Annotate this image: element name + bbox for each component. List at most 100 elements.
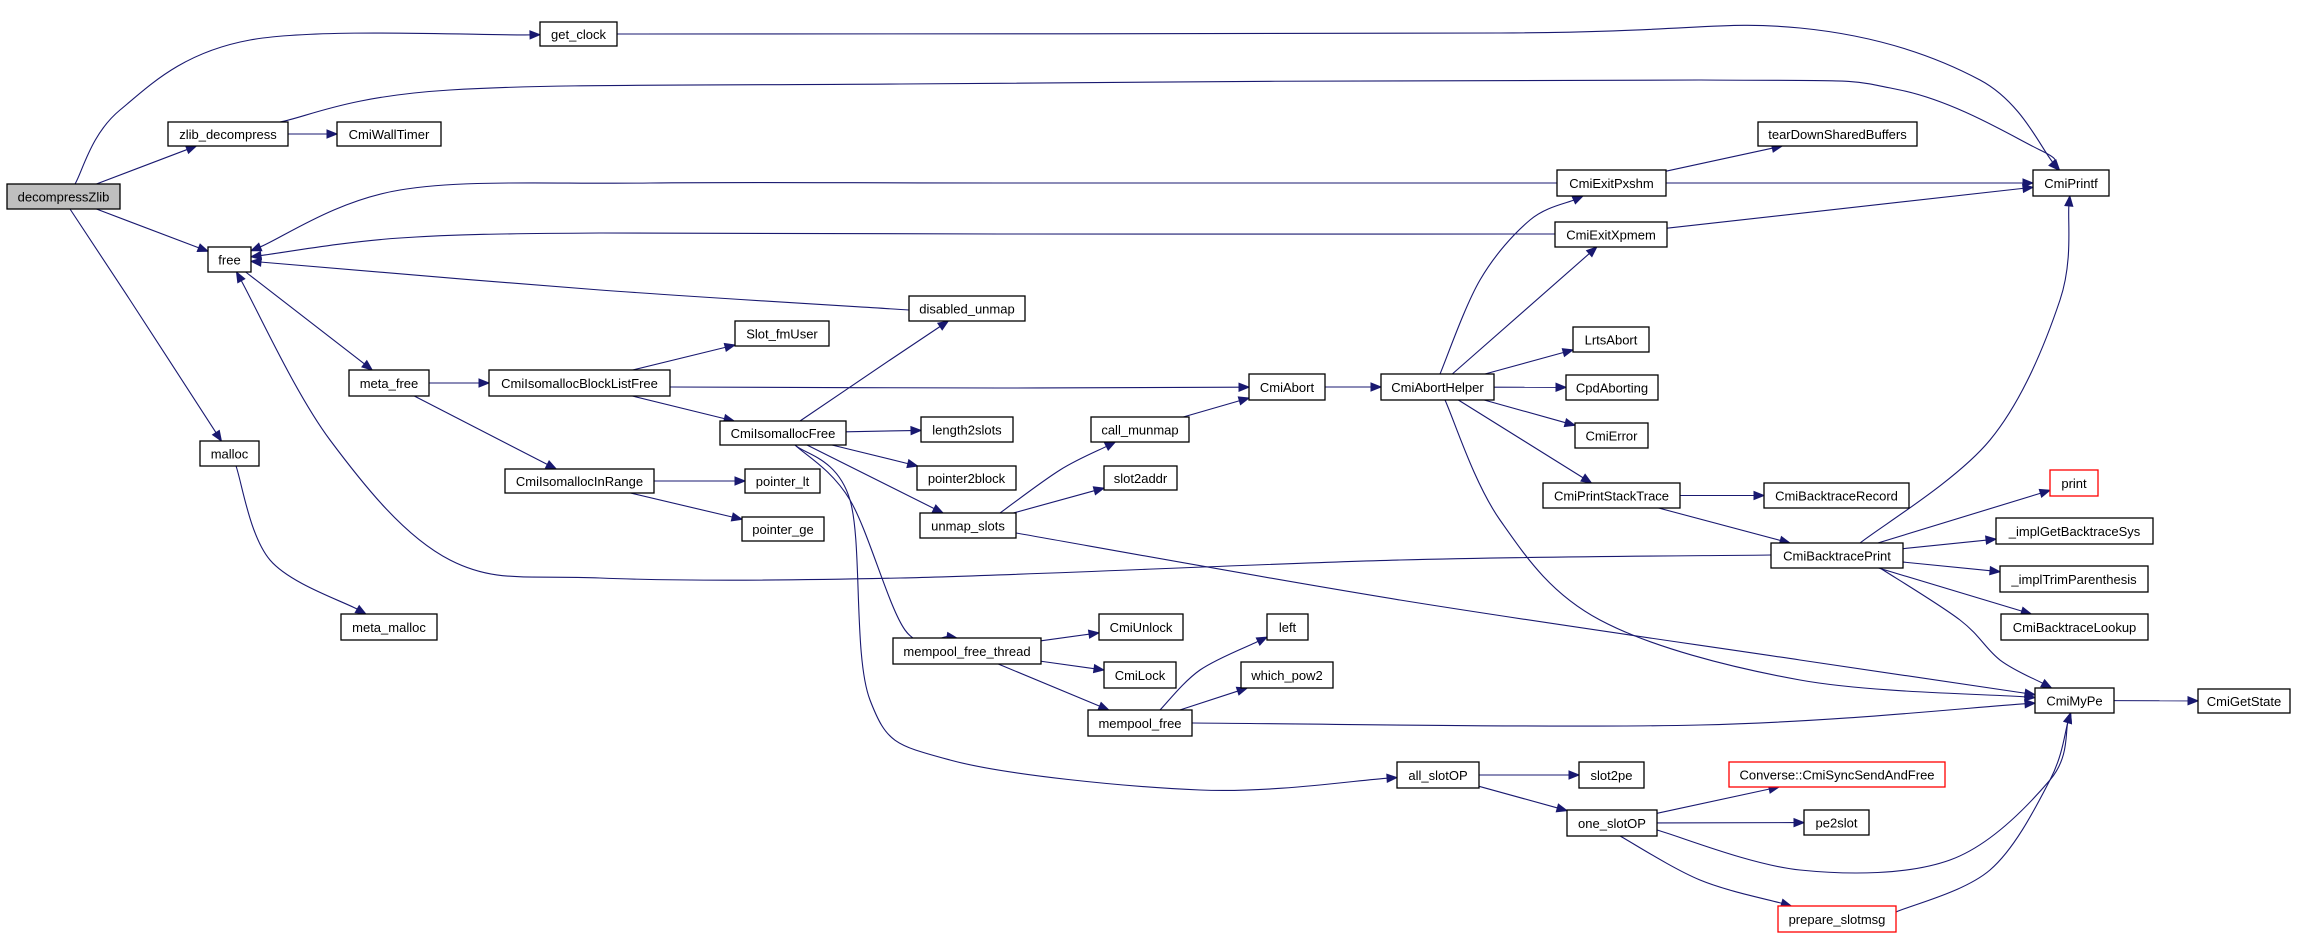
node-box[interactable] [6, 183, 121, 210]
node-box[interactable] [1396, 761, 1480, 789]
node-CmiMyPe[interactable]: CmiMyPe [2034, 687, 2115, 714]
node-CmiBacktraceRecord[interactable]: CmiBacktraceRecord [1763, 482, 1910, 509]
node-pe2slot[interactable]: pe2slot [1803, 809, 1870, 836]
node-box[interactable] [2032, 169, 2110, 197]
node-tearDownSharedBuffers[interactable]: tearDownSharedBuffers [1757, 121, 1918, 147]
node-box[interactable] [892, 637, 1042, 665]
node-CmiExitPxshm[interactable]: CmiExitPxshm [1556, 169, 1667, 197]
node-box[interactable] [1103, 465, 1178, 491]
node-pointer_ge[interactable]: pointer_ge [741, 516, 825, 542]
node-box[interactable] [2049, 469, 2099, 497]
node-box[interactable] [1248, 373, 1326, 401]
node-box[interactable] [1554, 221, 1668, 248]
node-mempool_free[interactable]: mempool_free [1087, 709, 1193, 737]
node-box[interactable] [1757, 121, 1918, 147]
node-box[interactable] [1763, 482, 1910, 509]
node-print[interactable]: print [2049, 469, 2099, 497]
node-box[interactable] [1803, 809, 1870, 836]
node-CmiExitXpmem[interactable]: CmiExitXpmem [1554, 221, 1668, 248]
node-all_slotOP[interactable]: all_slotOP [1396, 761, 1480, 789]
node-meta_free[interactable]: meta_free [348, 369, 430, 397]
node-_implGetBacktraceSys[interactable]: _implGetBacktraceSys [1995, 517, 2154, 545]
node-unmap_slots[interactable]: unmap_slots [919, 512, 1017, 539]
node-left[interactable]: left [1266, 613, 1309, 641]
node-box[interactable] [1777, 905, 1897, 933]
node-box[interactable] [488, 369, 671, 397]
node-box[interactable] [1572, 326, 1650, 353]
node-meta_malloc[interactable]: meta_malloc [340, 613, 438, 641]
node-CmiBacktracePrint[interactable]: CmiBacktracePrint [1770, 542, 1904, 569]
node-box[interactable] [2197, 688, 2291, 714]
node-box[interactable] [199, 440, 260, 467]
node-CmiError[interactable]: CmiError [1574, 422, 1649, 449]
node-box[interactable] [1566, 809, 1658, 837]
node-box[interactable] [2000, 613, 2149, 641]
node-decompressZlib[interactable]: decompressZlib [6, 183, 121, 210]
node-box[interactable] [504, 468, 655, 494]
node-box[interactable] [539, 21, 618, 47]
node-box[interactable] [919, 512, 1017, 539]
node-box[interactable] [2034, 687, 2115, 714]
node-box[interactable] [1103, 661, 1177, 689]
node-length2slots[interactable]: length2slots [920, 416, 1014, 443]
node-box[interactable] [908, 295, 1026, 322]
node-box[interactable] [340, 613, 438, 641]
node-box[interactable] [336, 121, 442, 147]
node-Slot_fmUser[interactable]: Slot_fmUser [734, 320, 830, 347]
node-box[interactable] [1087, 709, 1193, 737]
node-slot2addr[interactable]: slot2addr [1103, 465, 1178, 491]
node-CmiBacktraceLookup[interactable]: CmiBacktraceLookup [2000, 613, 2149, 641]
node-box[interactable] [920, 416, 1014, 443]
node-CmiPrintf[interactable]: CmiPrintf [2032, 169, 2110, 197]
node-free[interactable]: free [207, 246, 252, 273]
node-box[interactable] [734, 320, 830, 347]
node-CmiIsomallocFree[interactable]: CmiIsomallocFree [719, 420, 847, 446]
node-box[interactable] [916, 465, 1017, 491]
node-mempool_free_thread[interactable]: mempool_free_thread [892, 637, 1042, 665]
node-box[interactable] [1770, 542, 1904, 569]
node-box[interactable] [744, 468, 821, 494]
node-CmiAbort[interactable]: CmiAbort [1248, 373, 1326, 401]
node-box[interactable] [1556, 169, 1667, 197]
node-CmiIsomallocBlockListFree[interactable]: CmiIsomallocBlockListFree [488, 369, 671, 397]
node-pointer2block[interactable]: pointer2block [916, 465, 1017, 491]
node-CmiWallTimer[interactable]: CmiWallTimer [336, 121, 442, 147]
node-box[interactable] [1240, 661, 1334, 689]
node-box[interactable] [1728, 761, 1946, 788]
node-box[interactable] [741, 516, 825, 542]
node-CmiUnlock[interactable]: CmiUnlock [1098, 613, 1184, 641]
node-LrtsAbort[interactable]: LrtsAbort [1572, 326, 1650, 353]
node-box[interactable] [1542, 482, 1681, 509]
node-CpdAborting[interactable]: CpdAborting [1565, 374, 1659, 401]
node-box[interactable] [348, 369, 430, 397]
node-box[interactable] [1380, 373, 1495, 401]
node-box[interactable] [1995, 517, 2154, 545]
node-CmiAbortHelper[interactable]: CmiAbortHelper [1380, 373, 1495, 401]
node-CmiPrintStackTrace[interactable]: CmiPrintStackTrace [1542, 482, 1681, 509]
node-pointer_lt[interactable]: pointer_lt [744, 468, 821, 494]
node-disabled_unmap[interactable]: disabled_unmap [908, 295, 1026, 322]
node-get_clock[interactable]: get_clock [539, 21, 618, 47]
node-box[interactable] [167, 121, 289, 147]
node-box[interactable] [1565, 374, 1659, 401]
node-box[interactable] [207, 246, 252, 273]
node-box[interactable] [1098, 613, 1184, 641]
node-box[interactable] [1999, 565, 2149, 593]
node-box[interactable] [1578, 761, 1645, 789]
node-box[interactable] [1574, 422, 1649, 449]
node-zlib_decompress[interactable]: zlib_decompress [167, 121, 289, 147]
node-CmiGetState[interactable]: CmiGetState [2197, 688, 2291, 714]
node-slot2pe[interactable]: slot2pe [1578, 761, 1645, 789]
node-CmiIsomallocInRange[interactable]: CmiIsomallocInRange [504, 468, 655, 494]
node-one_slotOP[interactable]: one_slotOP [1566, 809, 1658, 837]
node-box[interactable] [1266, 613, 1309, 641]
node-box[interactable] [1090, 416, 1190, 443]
node-_implTrimParenthesis[interactable]: _implTrimParenthesis [1999, 565, 2149, 593]
node-call_munmap[interactable]: call_munmap [1090, 416, 1190, 443]
node-prepare_slotmsg[interactable]: prepare_slotmsg [1777, 905, 1897, 933]
node-box[interactable] [719, 420, 847, 446]
node-CmiSyncSendAndFree[interactable]: Converse::CmiSyncSendAndFree [1728, 761, 1946, 788]
node-malloc[interactable]: malloc [199, 440, 260, 467]
node-which_pow2[interactable]: which_pow2 [1240, 661, 1334, 689]
node-CmiLock[interactable]: CmiLock [1103, 661, 1177, 689]
